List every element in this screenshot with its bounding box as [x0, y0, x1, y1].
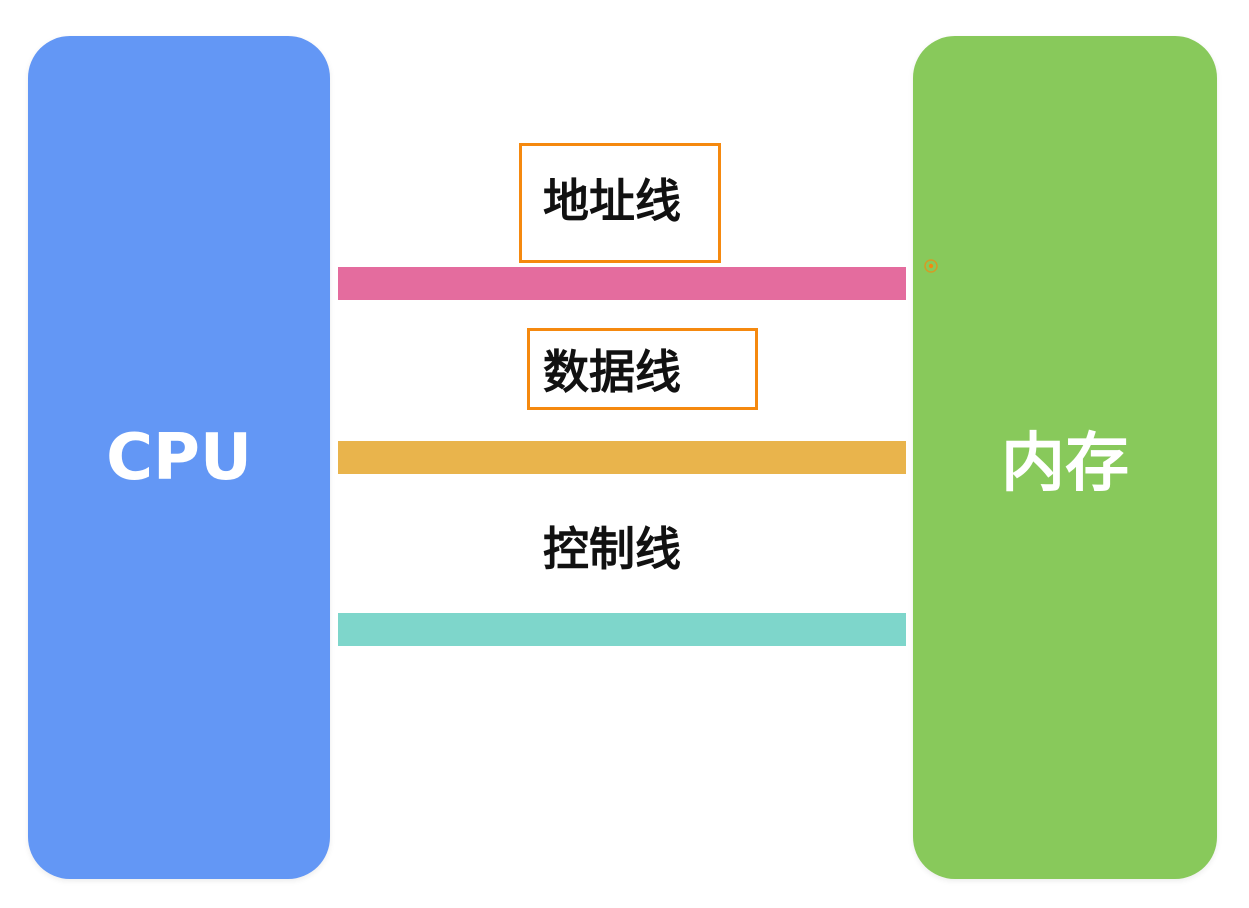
- address-bus-line: [338, 267, 906, 300]
- cpu-label: CPU: [106, 420, 252, 495]
- control-bus-label: 控制线: [543, 522, 681, 576]
- cpu-block: CPU: [28, 36, 330, 879]
- data-bus-line: [338, 441, 906, 474]
- control-bus-line: [338, 613, 906, 646]
- data-bus-highlight-box: [527, 328, 758, 410]
- memory-block: 内存: [913, 36, 1217, 879]
- address-bus-highlight-box: [519, 143, 721, 263]
- address-bus-label: 地址线: [543, 174, 681, 228]
- data-bus-label: 数据线: [543, 345, 681, 399]
- cursor-dot-icon: [924, 259, 938, 273]
- memory-label: 内存: [1001, 426, 1129, 501]
